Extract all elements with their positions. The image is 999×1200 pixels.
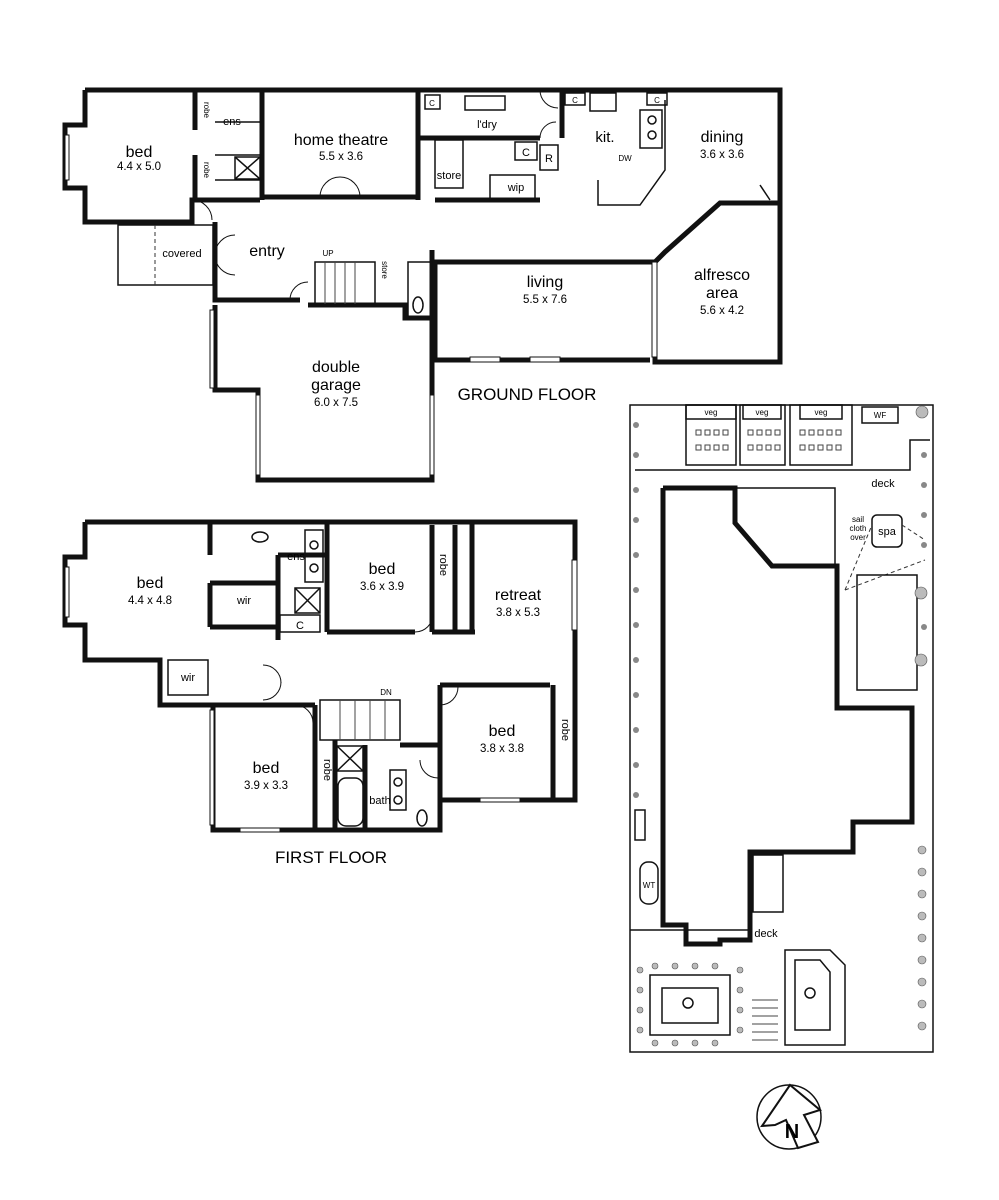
- first-floor-title: FIRST FLOOR: [275, 848, 387, 867]
- gf-ens-label: ens: [223, 116, 241, 128]
- ff-cupboard: C: [296, 620, 304, 632]
- wf-label: WF: [874, 411, 887, 420]
- dishwasher-label: DW: [618, 154, 632, 163]
- ff-bed2-name: bed: [369, 561, 396, 578]
- gf-robe-label-1: robe: [202, 102, 211, 119]
- retreat-name: retreat: [495, 587, 542, 604]
- gf-store-label: store: [437, 170, 461, 182]
- ff-bed4-name: bed: [253, 760, 280, 777]
- stair-up-label: UP: [322, 249, 333, 258]
- alfresco-dim: 5.6 x 4.2: [700, 305, 744, 317]
- home-theatre-dim: 5.5 x 3.6: [319, 151, 363, 163]
- home-theatre-name: home theatre: [294, 132, 388, 149]
- ground-floor-plan: bed 4.4 x 5.0 robe robe ens home theatre…: [62, 87, 783, 483]
- alfresco-name-line2: area: [706, 285, 738, 302]
- garage-name-line1: double: [312, 359, 360, 376]
- veg-label-2: veg: [756, 408, 769, 417]
- first-floor-plan: bed 4.4 x 4.8 ens wir wir C bed 3.6 x 3.…: [62, 519, 578, 867]
- water-tank-label: WT: [643, 881, 656, 890]
- spa-label: spa: [878, 526, 897, 538]
- gf-bed-dim: 4.4 x 5.0: [117, 161, 161, 173]
- ground-floor-title: GROUND FLOOR: [458, 385, 597, 404]
- garage-name-line2: garage: [311, 377, 361, 394]
- kitchen-label: kit.: [595, 129, 614, 146]
- north-compass-icon: N: [756, 1083, 823, 1150]
- bath-label: bath: [369, 795, 390, 807]
- living-name: living: [527, 274, 563, 291]
- site-deck-label-1: deck: [871, 478, 895, 490]
- entry-label: entry: [249, 243, 285, 260]
- gf-cupboard-4: C: [522, 147, 530, 159]
- ff-master-bed-dim: 4.4 x 4.8: [128, 595, 172, 607]
- veg-label-1: veg: [705, 408, 718, 417]
- ff-wir-label-2: wir: [180, 672, 195, 684]
- laundry-label: l'dry: [477, 119, 497, 131]
- veg-label-3: veg: [815, 408, 828, 417]
- compass-north-letter: N: [785, 1121, 799, 1143]
- dining-name: dining: [701, 129, 744, 146]
- gf-bed-name: bed: [126, 144, 153, 161]
- sail-cloth-line1: sail: [852, 515, 864, 524]
- site-plan: veg veg veg WF deck sail cloth over spa …: [629, 404, 934, 1053]
- ff-robe-label-3: robe: [321, 759, 333, 781]
- fridge-label: R: [545, 153, 553, 165]
- site-deck-label-2: deck: [754, 928, 778, 940]
- dining-dim: 3.6 x 3.6: [700, 149, 744, 161]
- ff-wir-label-1: wir: [236, 595, 251, 607]
- wip-label: wip: [507, 182, 525, 194]
- ff-robe-label-2: robe: [559, 719, 571, 741]
- ff-master-bed-name: bed: [137, 575, 164, 592]
- ff-bed4-dim: 3.9 x 3.3: [244, 780, 288, 792]
- sail-cloth-line3: over: [850, 533, 866, 542]
- ff-robe-label-1: robe: [437, 554, 449, 576]
- sail-cloth-line2: cloth: [850, 524, 867, 533]
- covered-label: covered: [162, 248, 201, 260]
- gf-robe-label-2: robe: [202, 162, 211, 179]
- ff-ens-label: ens: [287, 551, 305, 563]
- garage-dim: 6.0 x 7.5: [314, 397, 358, 409]
- alfresco-name-line1: alfresco: [694, 267, 750, 284]
- gf-cupboard-2: C: [572, 96, 578, 105]
- ff-bed3-name: bed: [489, 723, 516, 740]
- living-dim: 5.5 x 7.6: [523, 294, 567, 306]
- retreat-dim: 3.8 x 5.3: [496, 607, 540, 619]
- ff-bed2-dim: 3.6 x 3.9: [360, 581, 404, 593]
- gf-store-under-stair: store: [380, 261, 389, 279]
- gf-cupboard-1: C: [429, 99, 435, 108]
- gf-cupboard-3: C: [654, 96, 660, 105]
- ff-bed3-dim: 3.8 x 3.8: [480, 743, 524, 755]
- stair-down-label: DN: [380, 688, 392, 697]
